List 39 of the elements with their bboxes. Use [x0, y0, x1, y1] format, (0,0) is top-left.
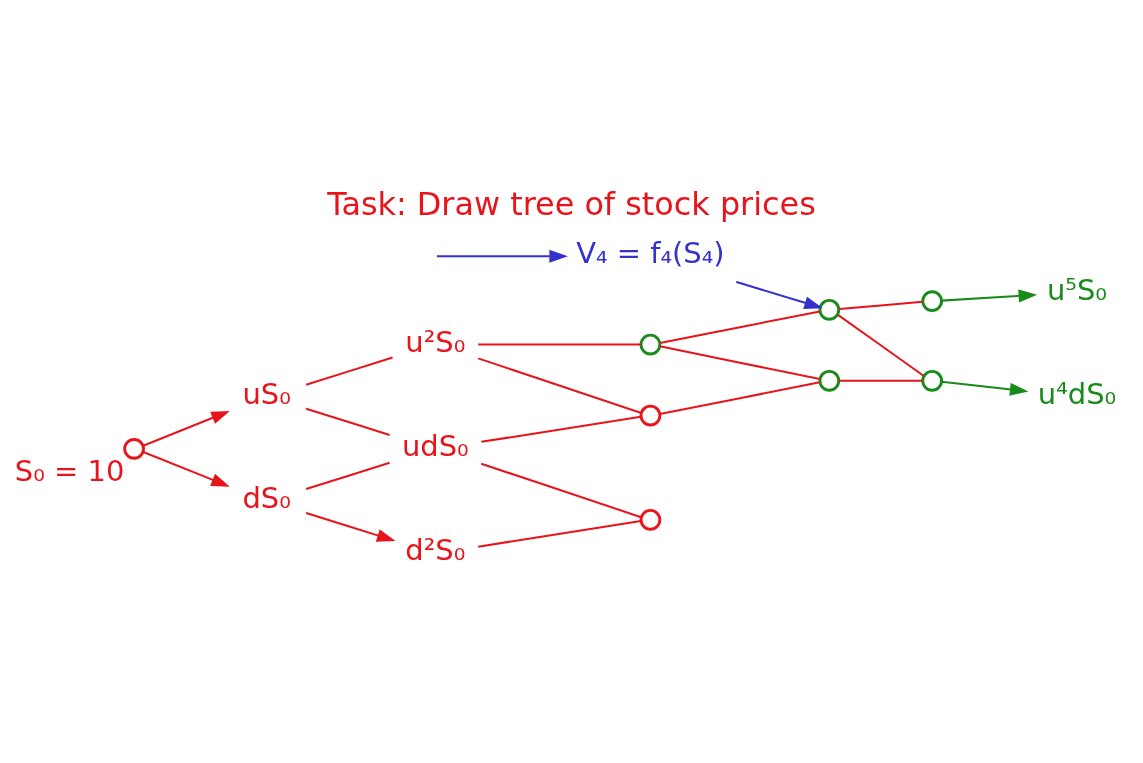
node-text: V₄ = f₄(S₄)	[576, 236, 725, 271]
connector	[477, 357, 642, 414]
node-circle	[639, 333, 662, 356]
node-text: uS₀	[242, 376, 291, 411]
arrow	[305, 512, 396, 542]
connector	[305, 356, 393, 386]
connector	[480, 462, 642, 519]
connector	[839, 379, 923, 382]
node-circle	[921, 290, 944, 312]
node-circle	[818, 298, 841, 321]
node-text: udS₀	[401, 429, 469, 464]
connector	[659, 381, 820, 415]
node-circle	[639, 508, 662, 531]
connector	[839, 300, 923, 311]
connector	[305, 461, 390, 490]
diagram-title: Task: Draw tree of stock prices	[327, 185, 816, 224]
connector	[837, 314, 925, 377]
arrow	[941, 380, 1029, 396]
arrow	[142, 451, 230, 487]
arrow	[941, 289, 1038, 303]
connector	[478, 343, 641, 346]
connector	[305, 407, 390, 436]
node-circle	[921, 369, 944, 392]
node-text: d²S₀	[405, 533, 466, 568]
node-text: u⁴dS₀	[1037, 376, 1117, 411]
node-text: u²S₀	[405, 324, 466, 359]
node-label: S₀ = 10	[14, 454, 125, 489]
connector	[659, 345, 820, 381]
connector	[659, 310, 820, 344]
arrow	[436, 249, 568, 263]
node-circle	[123, 438, 145, 460]
arrow	[735, 280, 823, 310]
node-circle	[818, 369, 841, 392]
node-text: u⁵S₀	[1047, 272, 1107, 307]
arrow	[142, 410, 230, 447]
connector	[478, 520, 642, 548]
connector	[481, 415, 641, 443]
node-circle	[639, 404, 662, 427]
node-text: dS₀	[242, 481, 291, 516]
